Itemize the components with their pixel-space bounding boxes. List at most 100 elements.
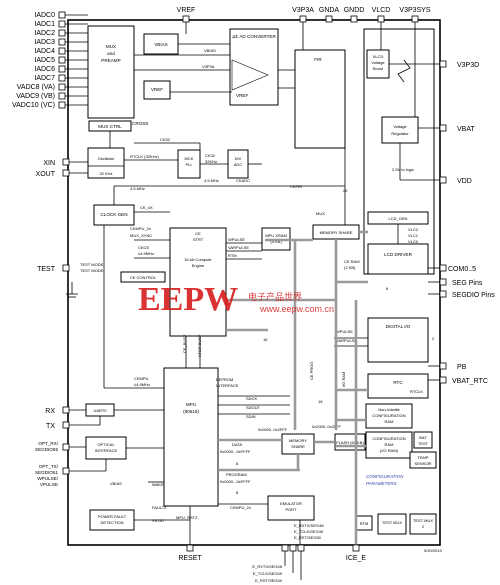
svg-text:EMULATOR: EMULATOR — [280, 501, 302, 506]
svg-text:VLC0: VLC0 — [408, 239, 419, 244]
svg-text:RTCLK: RTCLK — [410, 389, 423, 394]
svg-text:32 KHz: 32 KHz — [99, 171, 112, 176]
svg-text:SENSOR: SENSOR — [415, 461, 432, 466]
pin-vadc10: VADC10 (VC) — [12, 102, 55, 109]
svg-text:EEPW: EEPW — [138, 281, 238, 318]
svg-text:I/O RAM: I/O RAM — [341, 372, 346, 387]
svg-text:E_TCLK/SEG49: E_TCLK/SEG49 — [253, 571, 283, 576]
svg-text:MPU_RSTZ: MPU_RSTZ — [176, 515, 198, 520]
svg-text:VBIAS: VBIAS — [204, 48, 216, 53]
svg-text:CKADC: CKADC — [236, 178, 250, 183]
svg-text:Voltage: Voltage — [393, 124, 407, 129]
svg-text:www.eepw.com.cn: www.eepw.com.cn — [259, 304, 334, 314]
rtc-block — [367, 373, 429, 399]
svg-text:CKMPU_2x: CKMPU_2x — [130, 226, 151, 231]
svg-text:RTC: RTC — [393, 380, 403, 385]
svg-text:WPULSE: WPULSE — [228, 237, 245, 242]
lcd-driver-block — [367, 243, 429, 275]
svg-text:FLASH (64 KB): FLASH (64 KB) — [336, 440, 364, 445]
compute-engine-block — [169, 227, 227, 337]
temp-sensor-block — [409, 451, 437, 469]
svg-text:4.5 MHz: 4.5 MHz — [130, 186, 145, 191]
adc-pin-box — [58, 11, 66, 19]
svg-text:XIN: XIN — [43, 160, 55, 167]
svg-text:RTM: RTM — [360, 521, 369, 526]
svg-text:TEST MODE: TEST MODE — [80, 262, 104, 267]
svg-text:WAKE: WAKE — [152, 482, 164, 487]
svg-text:WPULSE/: WPULSE/ — [37, 476, 58, 481]
svg-text:DIGITAL I/O: DIGITAL I/O — [386, 324, 411, 329]
svg-text:DETECTION: DETECTION — [100, 520, 123, 525]
svg-text:TEMP: TEMP — [417, 455, 428, 460]
svg-text:FAULTZ: FAULTZ — [152, 505, 167, 510]
svg-text:LCD_GEN: LCD_GEN — [389, 216, 408, 221]
svg-text:VLC1: VLC1 — [408, 233, 419, 238]
svg-text:16: 16 — [263, 337, 268, 342]
svg-text:TEST: TEST — [418, 441, 429, 446]
svg-text:VARPULSE: VARPULSE — [228, 245, 249, 250]
svg-text:MUX_SYNC: MUX_SYNC — [130, 233, 152, 238]
svg-text:INTERFACE: INTERFACE — [95, 448, 118, 453]
mux-preamp-block — [87, 25, 135, 119]
svg-text:VBIAS: VBIAS — [110, 481, 122, 486]
svg-text:VBIAS: VBIAS — [154, 42, 168, 47]
svg-text:STRT: STRT — [193, 237, 204, 242]
svg-text:DIV: DIV — [235, 156, 242, 161]
svg-text:RX: RX — [45, 408, 55, 415]
adc-pin-box — [58, 101, 66, 109]
svg-text:SDOUT: SDOUT — [246, 405, 261, 410]
svg-text:MCK: MCK — [185, 156, 194, 161]
svg-text:≤4.9MHz: ≤4.9MHz — [134, 382, 150, 387]
pin-vref: VREF — [177, 7, 196, 14]
svg-text:MPU: MPU — [186, 402, 196, 407]
svg-text:COM0..5: COM0..5 — [448, 266, 476, 273]
emulator-port-block — [267, 495, 315, 521]
svg-text:CK32: CK32 — [205, 153, 216, 158]
signal-wires — [103, 22, 440, 545]
svg-text:CKMPU: CKMPU — [134, 376, 149, 381]
svg-text:TEST MUX: TEST MUX — [382, 520, 402, 525]
svg-text:VLC2: VLC2 — [408, 227, 419, 232]
bottom-pins: RESET ICE_E E_RXTX/SEG48 E_TCLK/SEG49 E_… — [178, 523, 366, 583]
svg-text:V3P3D: V3P3D — [457, 62, 479, 69]
adc-pin-box — [58, 74, 66, 82]
svg-text:OPT_RX/: OPT_RX/ — [38, 441, 58, 446]
svg-text:CROSS: CROSS — [132, 121, 148, 126]
svg-text:XOUT: XOUT — [36, 171, 56, 178]
svg-text:E_RXTX/SEG48: E_RXTX/SEG48 — [252, 564, 282, 569]
svg-text:E_RST/SEG50: E_RST/SEG50 — [294, 535, 322, 540]
test-mux-block — [377, 513, 407, 535]
svg-text:RESET: RESET — [178, 555, 202, 562]
svg-text:CE: CE — [195, 231, 201, 236]
svg-text:SHARE: SHARE — [291, 444, 305, 449]
pin-gndd: GNDD — [344, 7, 365, 14]
digital-io-block — [367, 317, 429, 363]
watermark: EEPW 电子产品世界 www.eepw.com.cn — [138, 281, 334, 318]
svg-text:MEMORY: MEMORY — [289, 438, 307, 443]
svg-text:E_RXTX/SEG48: E_RXTX/SEG48 — [294, 523, 324, 528]
svg-text:TEST: TEST — [37, 266, 56, 273]
svg-text:SEGDIO Pins: SEGDIO Pins — [452, 292, 495, 299]
adc-pin-box — [58, 38, 66, 46]
top-pins: VREF V3P3A GNDA GNDD VLCD V3P3SYS — [177, 7, 431, 23]
svg-text:SDIN: SDIN — [246, 414, 256, 419]
svg-text:PREAMP: PREAMP — [101, 58, 120, 63]
svg-text:Engine: Engine — [192, 263, 205, 268]
svg-text:2: 2 — [432, 336, 435, 341]
svg-text:MEMORY SHARE: MEMORY SHARE — [320, 230, 353, 235]
svg-text:MPU XRAM: MPU XRAM — [265, 233, 287, 238]
svg-text:VREF: VREF — [151, 87, 163, 92]
svg-text:VPULSE: VPULSE — [40, 482, 58, 487]
svg-text:CKFIR: CKFIR — [290, 184, 302, 189]
svg-text:TX: TX — [46, 423, 55, 430]
svg-text:ICE_E: ICE_E — [346, 555, 367, 562]
voltage-regulator-block — [381, 116, 419, 144]
svg-text:CONFIGURATION: CONFIGURATION — [372, 413, 405, 418]
svg-text:SEG Pins: SEG Pins — [452, 280, 483, 287]
svg-text:0x0000...0xFFFF: 0x0000...0xFFFF — [220, 449, 251, 454]
svg-text:EEPROM: EEPROM — [216, 377, 233, 382]
svg-text:and: and — [107, 51, 115, 56]
pin-gnda: GNDA — [319, 7, 340, 14]
svg-text:E_TCLK/SEG49: E_TCLK/SEG49 — [294, 529, 324, 534]
